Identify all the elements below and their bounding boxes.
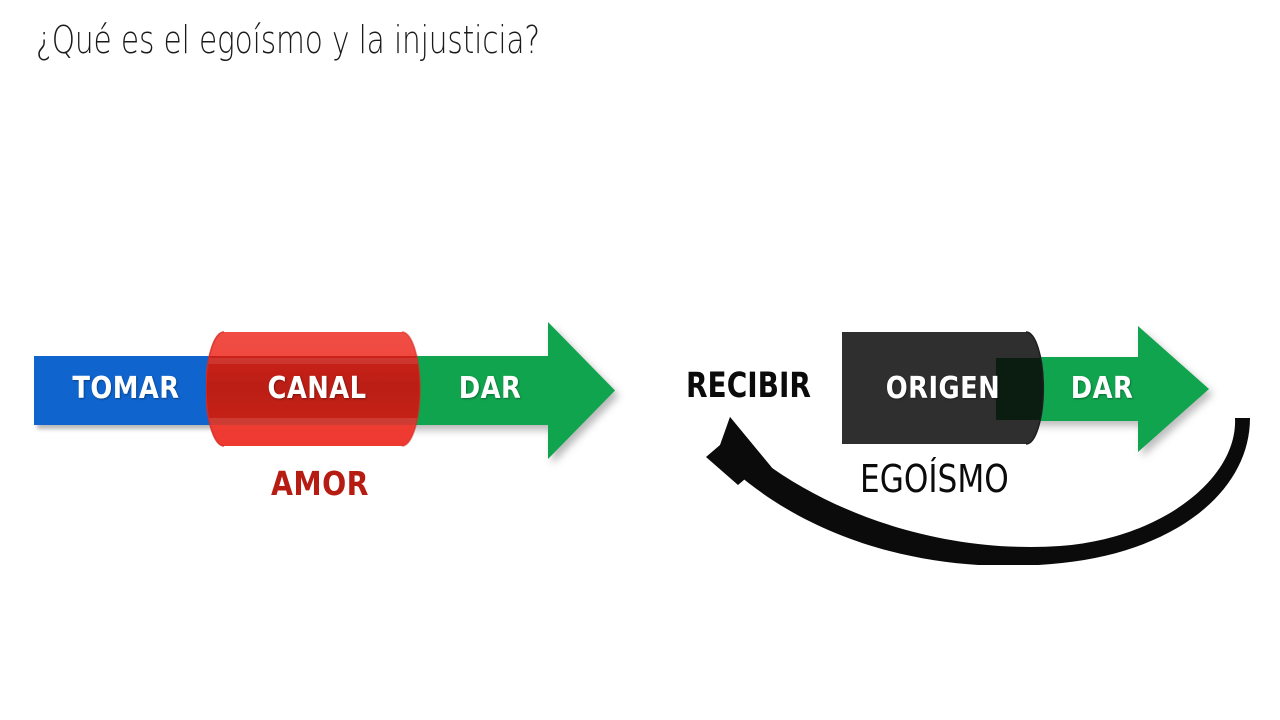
canal-cylinder xyxy=(206,331,421,447)
label-canal: CANAL xyxy=(267,371,367,406)
label-tomar: TOMAR xyxy=(72,371,180,406)
feedback-curve-arrow xyxy=(706,417,1250,565)
origen-cylinder xyxy=(842,331,1045,445)
label-dar-right: DAR xyxy=(1070,371,1134,406)
label-recibir: RECIBIR xyxy=(686,366,811,406)
tomar-input-bar xyxy=(34,356,216,425)
label-dar-left: DAR xyxy=(458,371,522,406)
page-title: ¿Qué es el egoísmo y la injusticia? xyxy=(36,18,541,62)
label-origen: ORIGEN xyxy=(885,371,1001,406)
caption-amor: AMOR xyxy=(271,464,369,503)
dar-output-arrow-left xyxy=(404,322,615,459)
dar-output-arrow-right xyxy=(1030,326,1209,452)
caption-egoismo: EGOÍSMO xyxy=(860,457,1009,501)
